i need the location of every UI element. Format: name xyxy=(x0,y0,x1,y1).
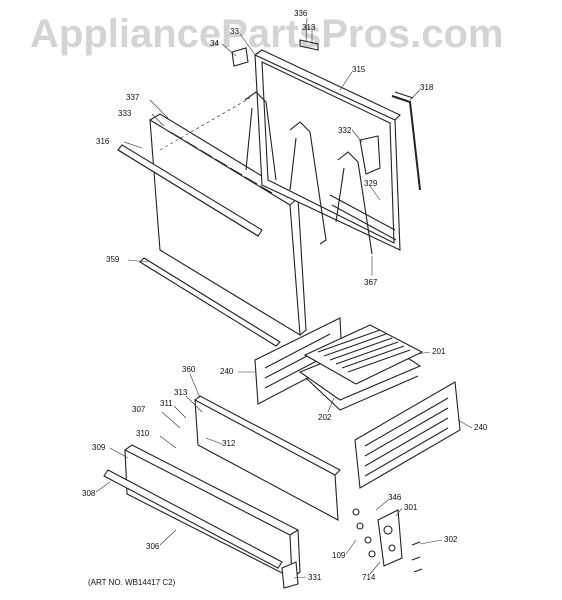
label-332: 332 xyxy=(338,126,352,135)
label-359: 359 xyxy=(106,255,120,264)
leader-lines xyxy=(95,17,473,579)
label-360: 360 xyxy=(182,365,196,374)
label-202: 202 xyxy=(318,413,332,422)
alignment-line xyxy=(159,97,251,151)
label-312: 312 xyxy=(222,439,236,448)
label-109: 109 xyxy=(332,551,346,560)
door-side-trim xyxy=(391,91,421,191)
label-306: 306 xyxy=(146,542,160,551)
door-bottom-trim xyxy=(139,257,281,347)
watermark-text: AppliancePartsPros.com xyxy=(30,12,504,56)
drawer-handle xyxy=(103,469,283,569)
label-329: 329 xyxy=(364,179,378,188)
broiler-grid xyxy=(303,324,424,385)
label-33: 33 xyxy=(230,27,239,36)
hinge-bracket xyxy=(359,135,381,175)
door-hinge-rods xyxy=(244,91,373,255)
label-333: 333 xyxy=(118,109,132,118)
label-309: 309 xyxy=(92,443,106,452)
art-number: (ART NO. WB14417 C2) xyxy=(88,578,176,587)
door-handle xyxy=(117,144,263,237)
label-240-left: 240 xyxy=(220,367,234,376)
label-367: 367 xyxy=(364,278,378,287)
label-308: 308 xyxy=(82,489,96,498)
label-346: 346 xyxy=(388,493,402,502)
label-337: 337 xyxy=(126,93,140,102)
label-313-top: 313 xyxy=(302,23,316,32)
label-315: 315 xyxy=(352,65,366,74)
screws xyxy=(352,508,423,573)
drawer-back-panel xyxy=(194,395,341,521)
label-240-right: 240 xyxy=(474,423,488,432)
label-201: 201 xyxy=(432,347,446,356)
label-313-lower: 313 xyxy=(174,388,188,397)
label-307: 307 xyxy=(132,405,146,414)
drawer-slide-bracket xyxy=(377,509,403,567)
label-34: 34 xyxy=(210,39,219,48)
label-316: 316 xyxy=(96,137,110,146)
label-331: 331 xyxy=(308,573,322,582)
label-301: 301 xyxy=(404,503,418,512)
label-714: 714 xyxy=(362,573,376,582)
top-hinge-bracket xyxy=(231,39,319,67)
part-labels: 336 313 33 34 315 318 337 333 316 332 32… xyxy=(82,9,488,582)
label-310: 310 xyxy=(136,429,150,438)
label-311: 311 xyxy=(160,399,173,408)
drawer-bracket xyxy=(281,561,299,589)
label-318: 318 xyxy=(420,83,434,92)
label-336: 336 xyxy=(294,9,308,18)
label-302: 302 xyxy=(444,535,458,544)
drawer-right-side-panel xyxy=(354,381,461,489)
